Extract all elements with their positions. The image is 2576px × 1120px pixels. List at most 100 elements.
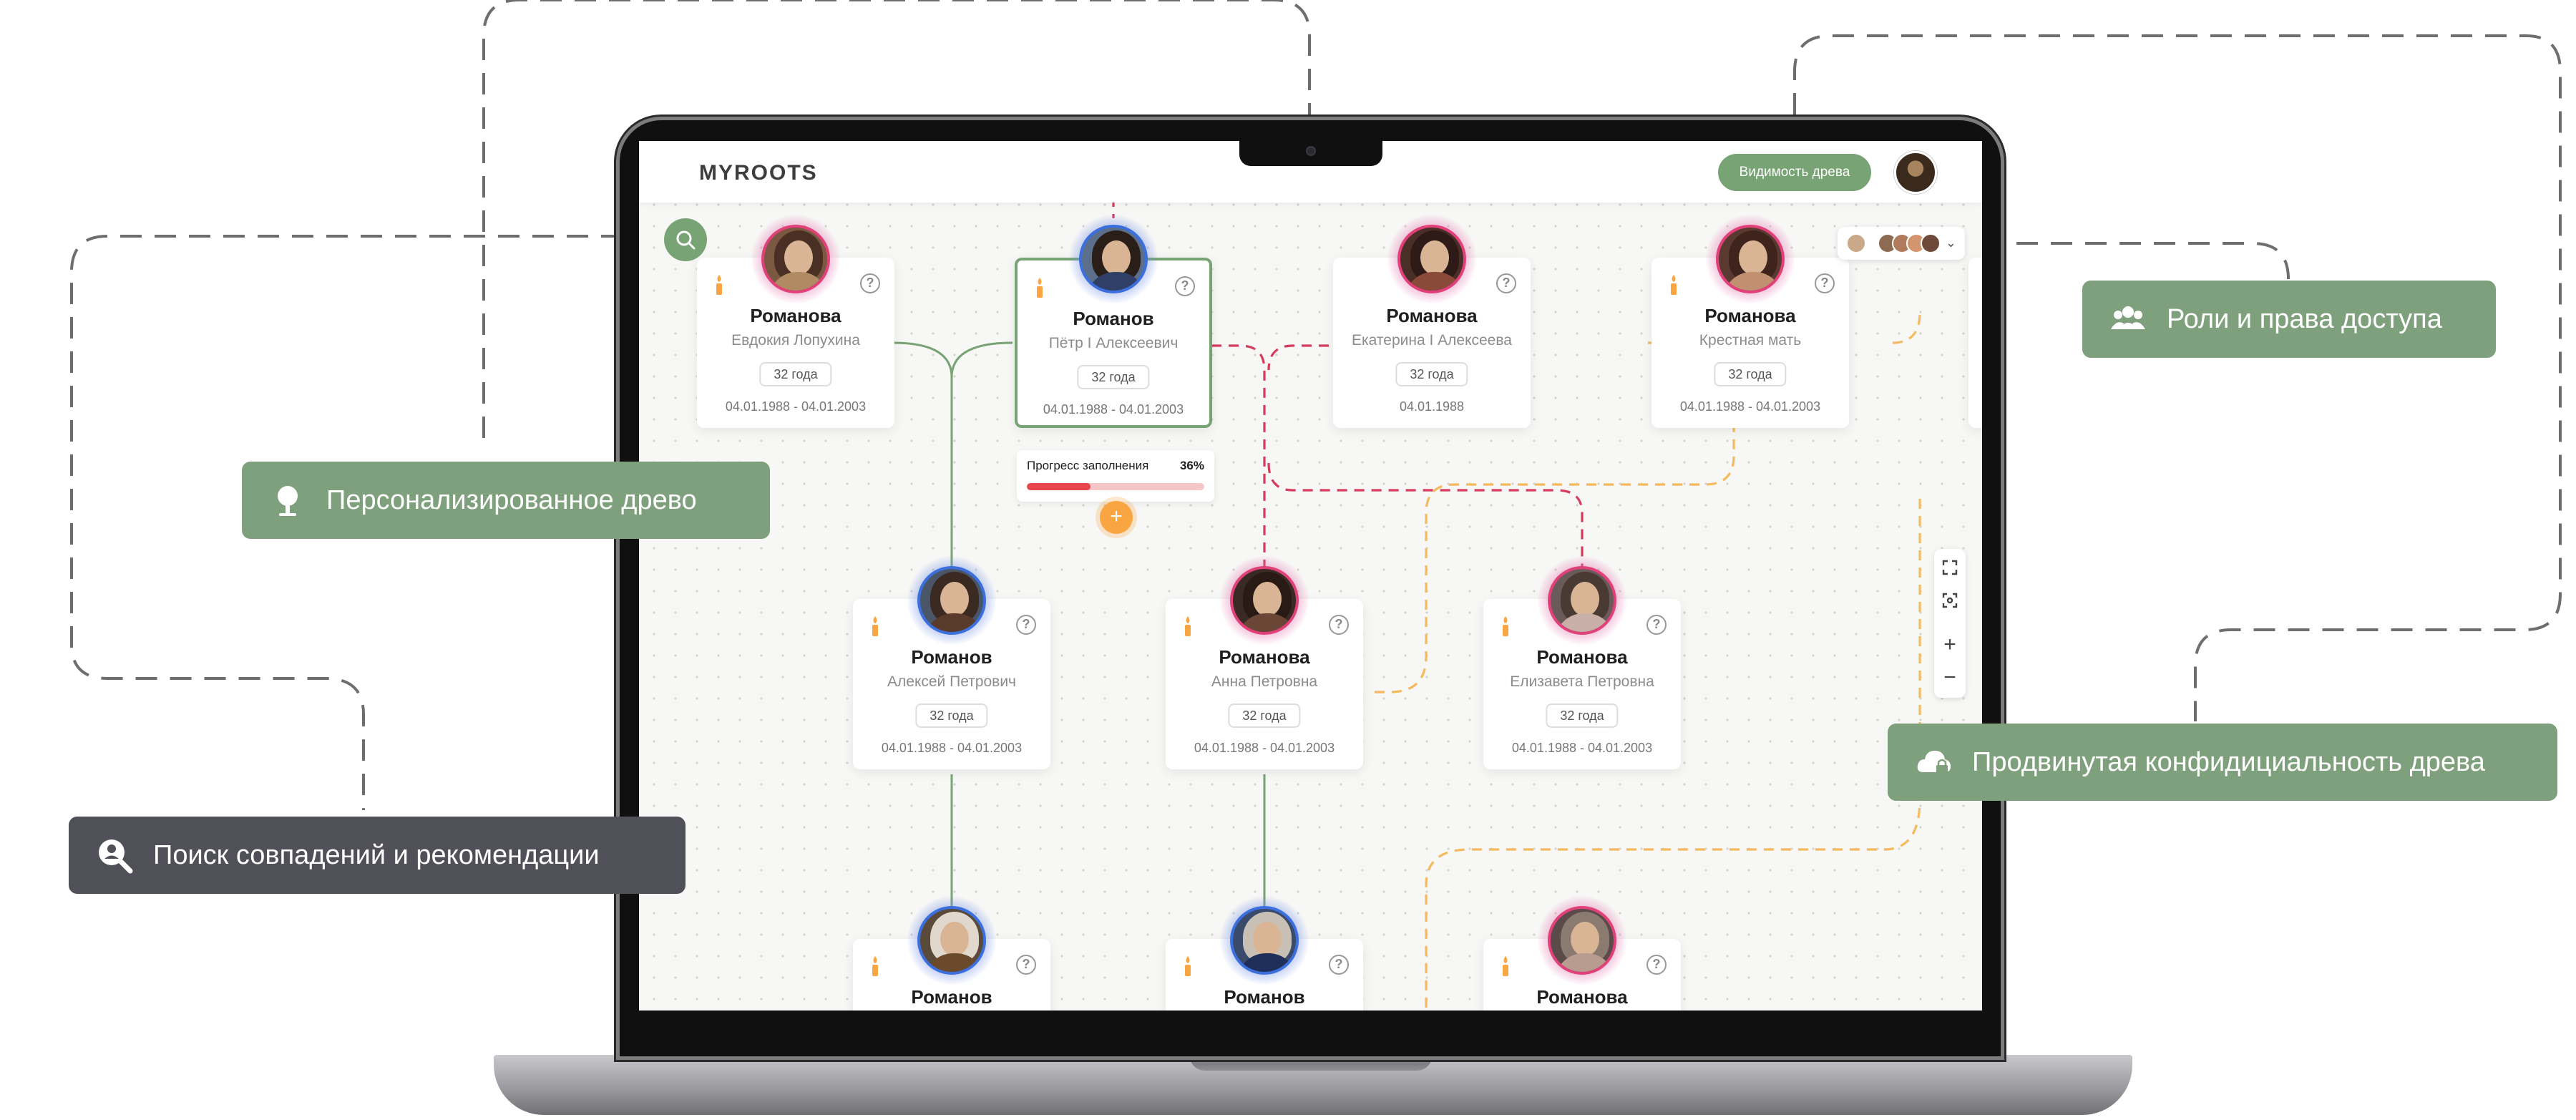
feature-label: Поиск совпадений и рекомендации — [153, 839, 600, 870]
fill-progress-panel: Прогресс заполнения 36% — [1017, 450, 1214, 502]
help-icon[interactable]: ? — [1016, 615, 1036, 635]
feature-personalized-tree: Персонализированное древо — [242, 462, 770, 539]
person-portrait[interactable] — [1706, 215, 1795, 303]
candle-icon — [1503, 616, 1508, 636]
help-icon[interactable]: ? — [1175, 276, 1195, 296]
feature-label: Персонализированное древо — [326, 484, 697, 515]
progress-value: 36% — [1179, 459, 1204, 472]
person-card[interactable]: ? Романов — [1166, 939, 1363, 1011]
laptop-hinge — [1189, 1055, 1433, 1071]
fit-view-button[interactable] — [1934, 585, 1966, 616]
person-surname: Романова — [1386, 305, 1478, 326]
help-icon[interactable]: ? — [1329, 955, 1349, 975]
person-age-badge: 32 года — [759, 362, 832, 386]
app-logo[interactable]: MYROOTS — [699, 161, 818, 185]
person-card[interactable]: ? Романова Анна Петровна 32 года 04.01.1… — [1166, 599, 1363, 769]
person-given-name: Алексей Петрович — [887, 673, 1016, 690]
feature-label: Продвинутая конфидициальность древа — [1972, 746, 2485, 777]
person-given-name: Анна Петровна — [1211, 673, 1318, 690]
person-surname: Романова — [1536, 646, 1628, 668]
candle-icon — [1037, 278, 1043, 298]
person-given-name: Екатерина I Алексеева — [1352, 332, 1512, 349]
person-surname: Романов — [1224, 986, 1305, 1008]
person-portrait[interactable] — [1387, 215, 1476, 303]
help-icon[interactable]: ? — [1646, 955, 1667, 975]
tree-icon — [278, 486, 298, 516]
fullscreen-button[interactable] — [1934, 552, 1966, 583]
zoom-out-button[interactable]: − — [1943, 666, 1956, 689]
person-dates: 04.01.1988 - 04.01.2003 — [1194, 741, 1335, 755]
person-dates: 04.01.1988 - 04.01.2003 — [725, 399, 867, 414]
person-age-badge: 32 года — [1714, 362, 1787, 386]
help-icon[interactable]: ? — [1329, 615, 1349, 635]
search-button[interactable] — [664, 218, 707, 261]
fullscreen-icon — [1942, 560, 1958, 575]
chevron-down-icon: ⌄ — [1945, 235, 1956, 250]
person-given-name: Крестная мать — [1699, 332, 1802, 349]
person-surname: Романова — [750, 305, 841, 326]
candle-icon — [872, 956, 878, 976]
person-portrait[interactable] — [907, 896, 996, 985]
candle-icon — [1503, 956, 1508, 976]
person-surname: Романова — [1536, 986, 1628, 1008]
help-icon[interactable]: ? — [860, 273, 880, 293]
person-portrait[interactable] — [751, 215, 840, 303]
person-age-badge: 32 года — [1546, 703, 1619, 728]
person-portrait[interactable] — [1538, 896, 1626, 985]
candle-icon — [872, 616, 878, 636]
help-icon[interactable]: ? — [1016, 955, 1036, 975]
person-surname: Романова — [1704, 305, 1796, 326]
person-age-badge: 32 года — [915, 703, 988, 728]
progress-label: Прогресс заполнения — [1027, 459, 1149, 472]
person-age-badge: 32 года — [1395, 362, 1468, 386]
person-dates: 04.01.1988 - 04.01.2003 — [1679, 399, 1821, 414]
person-surname: Романов — [1073, 308, 1154, 329]
person-dates: 04.01.1988 - 04.01.2003 — [1043, 402, 1184, 417]
person-age-badge: 32 года — [1228, 703, 1301, 728]
camera-notch — [1239, 140, 1382, 166]
progress-track — [1027, 483, 1204, 490]
person-given-name: Евдокия Лопухина — [731, 332, 860, 349]
person-card-partial[interactable] — [1968, 258, 1982, 428]
person-surname: Романов — [911, 646, 992, 668]
cloud-lock-icon — [1917, 751, 1951, 775]
collaborators-dropdown[interactable]: ⌄ — [1838, 227, 1965, 260]
zoom-controls: + − — [1934, 549, 1966, 698]
feature-label: Роли и права доступа — [2167, 303, 2442, 334]
add-relative-button[interactable]: + — [1100, 501, 1133, 534]
person-portrait[interactable] — [1069, 215, 1158, 303]
search-icon — [676, 230, 696, 250]
camera-icon — [1306, 146, 1316, 156]
users-icon — [2111, 306, 2145, 329]
person-surname: Романов — [911, 986, 992, 1008]
zoom-in-button[interactable]: + — [1943, 633, 1956, 656]
person-given-name: Пётр I Алексеевич — [1048, 335, 1179, 351]
collaborator-avatar — [1846, 233, 1866, 253]
person-portrait[interactable] — [1220, 896, 1309, 985]
app-screen: MYROOTS Видимость древа ⌄ + − ? Романова… — [639, 141, 1982, 1011]
candle-icon — [1185, 956, 1191, 976]
feature-match-search: Поиск совпадений и рекомендации — [69, 817, 686, 894]
collaborator-avatar — [1921, 233, 1941, 253]
help-icon[interactable]: ? — [1815, 273, 1835, 293]
help-icon[interactable]: ? — [1496, 273, 1516, 293]
candle-icon — [1671, 275, 1677, 295]
progress-fill — [1027, 483, 1091, 490]
candle-icon — [1185, 616, 1191, 636]
person-dates: 04.01.1988 - 04.01.2003 — [881, 741, 1023, 755]
feature-advanced-privacy: Продвинутая конфидициальность древа — [1888, 724, 2557, 801]
person-given-name: Елизавета Петровна — [1510, 673, 1654, 690]
person-dates: 04.01.1988 - 04.01.2003 — [1511, 741, 1653, 755]
help-icon[interactable]: ? — [1646, 615, 1667, 635]
person-portrait[interactable] — [1220, 556, 1309, 645]
user-avatar[interactable] — [1894, 151, 1937, 194]
person-portrait[interactable] — [907, 556, 996, 645]
tree-visibility-button[interactable]: Видимость древа — [1718, 154, 1871, 191]
person-dates: 04.01.1988 — [1399, 399, 1465, 414]
person-surname: Романова — [1219, 646, 1310, 668]
person-portrait[interactable] — [1538, 556, 1626, 645]
candle-icon — [716, 275, 722, 295]
search-person-icon — [99, 839, 133, 874]
person-age-badge: 32 года — [1077, 365, 1150, 389]
feature-roles-access: Роли и права доступа — [2082, 281, 2496, 358]
